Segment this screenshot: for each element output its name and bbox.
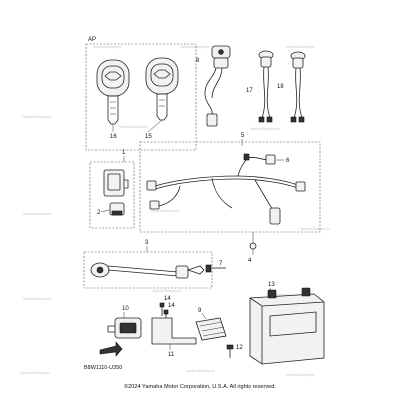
bracket-11[interactable]: 11	[151, 317, 197, 358]
part-label-9: 9	[198, 308, 202, 314]
battery-cable-3[interactable]	[90, 262, 205, 279]
bolt-4[interactable]	[205, 264, 226, 273]
part-label-11: 11	[168, 352, 175, 358]
copyright-footer: ©2024 Yamaha Motor Corporation, U.S.A. A…	[124, 384, 276, 390]
svg-text:Yamaha Motorsports: Yamaha Motorsports	[185, 369, 215, 373]
svg-text:Yamaha Motorsports: Yamaha Motorsports	[285, 373, 315, 377]
svg-text:Yamaha Motorsports: Yamaha Motorsports	[285, 45, 315, 49]
svg-text:Yamaha Motorsports: Yamaha Motorsports	[118, 125, 148, 129]
part-label-14b: 14	[168, 303, 175, 309]
part-label-13: 4	[248, 258, 252, 264]
part-label-15: 15	[145, 134, 152, 140]
svg-text:Yamaha Motorsports: Yamaha Motorsports	[300, 227, 330, 231]
group-outline-5	[139, 141, 321, 233]
key-16[interactable]	[96, 59, 130, 125]
part-label-1: 1	[122, 150, 126, 156]
svg-text:Yamaha Motorsports: Yamaha Motorsports	[22, 115, 52, 119]
part-label-8: 8	[196, 58, 200, 64]
battery-7[interactable]: 13	[249, 282, 325, 365]
part-label-10: 10	[122, 306, 129, 312]
svg-text:Yamaha Motorsports: Yamaha Motorsports	[250, 127, 280, 131]
relay-cover-2[interactable]	[109, 202, 125, 216]
wire-harness-5[interactable]: 5 6	[139, 133, 321, 233]
group-outline-1	[89, 161, 135, 229]
battery-cable-group-3: 3 7	[83, 240, 226, 289]
svg-text:Yamaha Motorsports: Yamaha Motorsports	[22, 297, 52, 301]
relay-group-1: 1 2	[89, 150, 135, 229]
part-label-16: 16	[110, 134, 117, 140]
svg-text:Yamaha Motorsports: Yamaha Motorsports	[22, 212, 52, 216]
group-outline-3	[83, 251, 213, 289]
grommet-13[interactable]: 4	[248, 232, 257, 264]
group-label-ap: AP	[88, 37, 96, 43]
part-label-14a: 14	[164, 296, 171, 302]
part-label-7: 13	[268, 282, 275, 288]
accessory-keys-group: AP 16 15	[85, 37, 197, 151]
svg-text:Yamaha Motorsports: Yamaha Motorsports	[92, 45, 122, 49]
part-label-3: 3	[145, 240, 149, 246]
part-label-2: 2	[97, 210, 101, 216]
rectifier-9[interactable]: 9	[195, 308, 227, 341]
relay-1[interactable]	[103, 169, 129, 197]
part-label-5: 5	[241, 133, 245, 139]
main-switch-8[interactable]: 8	[196, 45, 231, 127]
direction-arrow	[99, 341, 123, 357]
svg-text:Yamaha Motorsports: Yamaha Motorsports	[180, 45, 210, 49]
group-outline-ap	[85, 43, 197, 151]
part-label-12: 12	[236, 345, 243, 351]
svg-text:Yamaha Motorsports: Yamaha Motorsports	[150, 209, 180, 213]
svg-text:Yamaha Motorsports: Yamaha Motorsports	[20, 371, 50, 375]
switch-17[interactable]: 17	[246, 50, 274, 123]
part-label-18: 18	[277, 84, 284, 90]
part-label-6: 6	[286, 158, 290, 164]
switch-18[interactable]: 18	[277, 51, 306, 123]
part-label-4: 7	[219, 261, 223, 267]
part-10[interactable]: 10	[107, 306, 142, 339]
diagram-code: B8W1110-U350	[84, 365, 122, 371]
watermark-group: Yamaha Motorsports Yamaha Motorsports Ya…	[20, 45, 330, 377]
svg-text:Yamaha Motorsports: Yamaha Motorsports	[152, 289, 182, 293]
part-label-17: 17	[246, 88, 253, 94]
key-15[interactable]	[145, 57, 179, 121]
bolt-12[interactable]: 12	[226, 344, 243, 358]
svg-text:Yamaha Motorsports: Yamaha Motorsports	[272, 293, 302, 297]
